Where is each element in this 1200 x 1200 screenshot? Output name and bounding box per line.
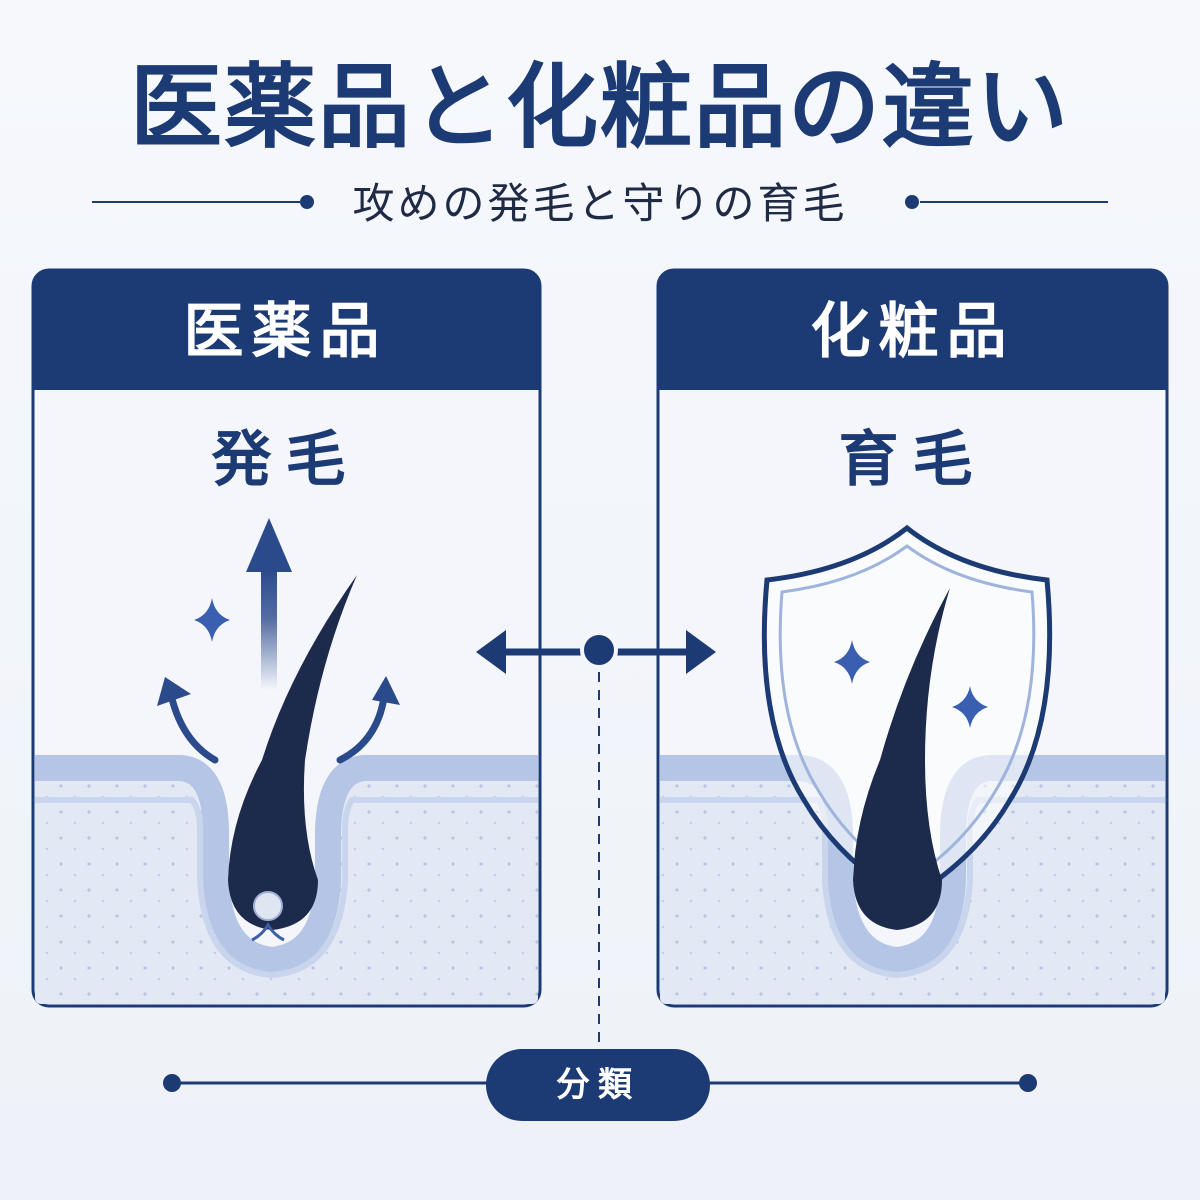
subtitle-divider [92, 195, 1108, 209]
left-card-header: 医薬品 [183, 297, 388, 367]
right-card [656, 268, 1169, 1008]
classification-bar [163, 1049, 1037, 1121]
classification-label: 分類 [556, 1065, 640, 1105]
right-card-header: 化粧品 [810, 297, 1015, 367]
page-title: 医薬品と化粧品の違い [129, 54, 1070, 161]
left-card [31, 268, 542, 1008]
right-card-effect: 育毛 [838, 425, 987, 495]
left-card-effect: 発毛 [211, 425, 360, 495]
page-subtitle: 攻めの発毛と守りの育毛 [352, 179, 848, 228]
comparison-connector [476, 630, 716, 1050]
